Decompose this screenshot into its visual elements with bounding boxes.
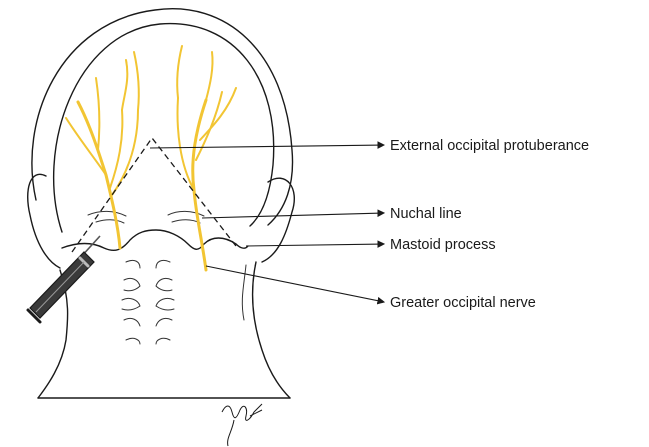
label-nuchal-line: Nuchal line	[390, 206, 462, 222]
label-external-occipital-protuberance: External occipital protuberance	[390, 138, 589, 154]
scalp-inner-line	[54, 24, 274, 232]
head-outline	[32, 9, 293, 225]
leader-external-occipital-protuberance	[150, 145, 384, 148]
artist-signature	[222, 404, 262, 446]
leader-mastoid-process	[246, 244, 384, 246]
nuchal-line-left-upper	[88, 211, 126, 216]
cervical-vertebrae	[122, 260, 174, 344]
right-greater-occipital-nerve	[177, 46, 236, 270]
left-ear	[28, 174, 60, 268]
leader-greater-occipital-nerve	[206, 266, 384, 302]
nuchal-line-right-lower	[172, 220, 200, 223]
dashed-landmark-triangle	[72, 138, 236, 252]
leader-nuchal-line	[202, 213, 384, 218]
label-mastoid-process: Mastoid process	[390, 237, 496, 253]
syringe-icon	[28, 236, 100, 322]
label-greater-occipital-nerve: Greater occipital nerve	[390, 295, 536, 311]
left-greater-occipital-nerve	[66, 52, 139, 248]
nuchal-line-left-lower	[96, 220, 124, 223]
